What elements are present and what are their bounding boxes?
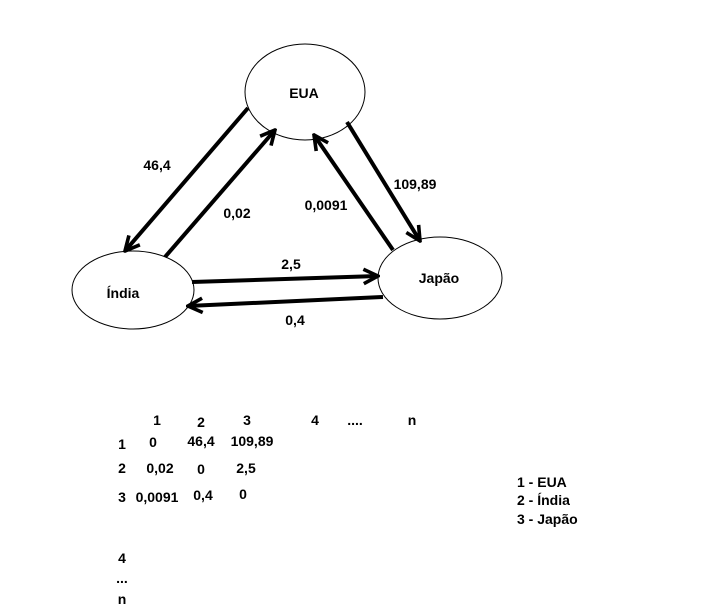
col-header: 2 [197,414,205,430]
col-header: .... [347,412,363,428]
matrix-cell: 0,4 [193,487,213,503]
row-header: 2 [118,460,126,476]
col-header: n [408,412,417,428]
edge-eua-japao [345,120,420,241]
node-japao: Japão [377,236,503,320]
adjacency-matrix: 1 2 3 4 .... n 1 2 3 4 ... n 0 46,4 109,… [116,412,416,607]
matrix-cell: 0 [149,434,157,450]
matrix-cell: 0,02 [146,460,173,476]
edge-label: 0,02 [223,205,250,221]
edge-label: 0,4 [285,312,305,328]
edge-japao-eua [314,135,395,252]
node-label: Japão [419,270,459,286]
edge-label: 46,4 [143,157,170,173]
matrix-cell: 0 [197,461,205,477]
edge-india-eua [163,130,275,259]
edge-india-japao [191,276,378,282]
matrix-cell: 109,89 [231,433,274,449]
row-header: 1 [118,436,126,452]
row-header: 3 [118,489,126,505]
col-header: 1 [153,412,161,428]
matrix-cell: 2,5 [236,460,256,476]
edge-japao-india [188,295,384,306]
legend-item: 1 - EUA [517,474,567,490]
edge-label: 2,5 [281,256,301,272]
legend: 1 - EUA 2 - Índia 3 - Japão [517,474,578,527]
row-header: n [118,591,127,607]
node-eua: EUA [244,43,366,141]
edge-eua-india [125,106,250,251]
col-header: 4 [311,412,319,428]
node-label: Índia [107,285,140,301]
matrix-cell: 0,0091 [136,489,179,505]
edge-label: 0,0091 [305,197,348,213]
row-header: 4 [118,550,126,566]
node-india: Índia [71,250,195,330]
edge-label: 109,89 [394,176,437,192]
legend-item: 2 - Índia [517,492,570,508]
node-label: EUA [289,85,319,101]
legend-item: 3 - Japão [517,511,578,527]
row-header: ... [116,570,128,586]
matrix-cell: 46,4 [187,433,214,449]
matrix-cell: 0 [239,486,247,502]
col-header: 3 [243,412,251,428]
